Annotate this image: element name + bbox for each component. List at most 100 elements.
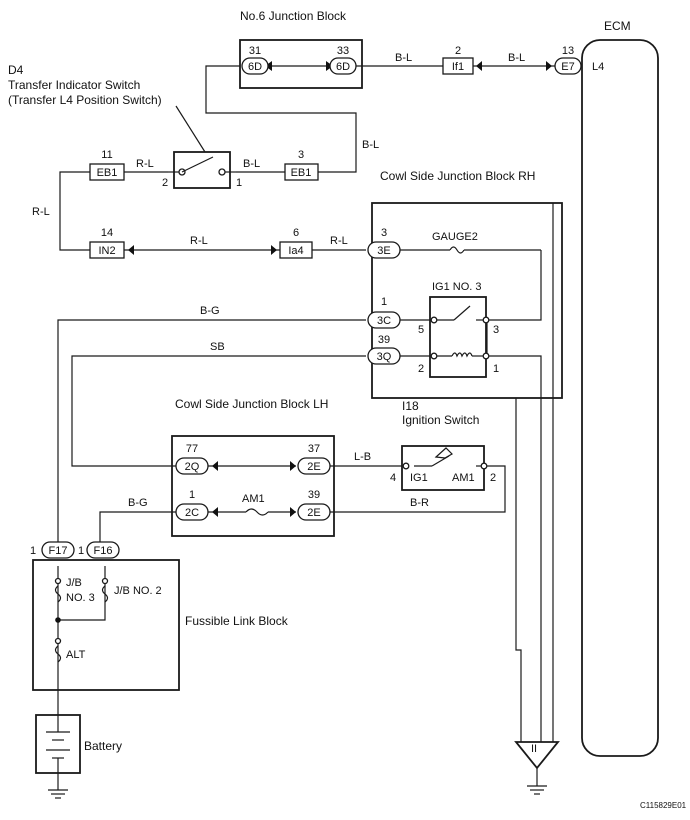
relay-pin-1: 1 <box>493 363 499 375</box>
pin-6: 6 <box>293 227 299 239</box>
connector-eb1-left-label: EB1 <box>97 167 118 179</box>
pin-3-3e: 3 <box>381 227 387 239</box>
ignition-terminal-4 <box>402 462 410 470</box>
connector-2e-top <box>297 457 331 475</box>
connector-3e-label: 3E <box>377 245 390 257</box>
pin-37: 37 <box>308 443 320 455</box>
no6-junction-block-title: No.6 Junction Block <box>240 9 347 23</box>
connector-2c-label: 2C <box>185 507 199 519</box>
ecm-title: ECM <box>604 19 631 33</box>
switch-lever <box>181 156 214 173</box>
switch-leader-line <box>175 105 206 153</box>
pin-11: 11 <box>101 149 112 161</box>
connector-3q-label: 3Q <box>377 351 392 363</box>
relay-terminal-3 <box>482 316 490 324</box>
connector-f17 <box>41 541 75 559</box>
am1-fuse-label: AM1 <box>242 493 265 505</box>
alt-fuse <box>54 645 62 663</box>
jb-no2-terminal <box>101 577 109 585</box>
wire-rl-3: R-L <box>190 235 208 247</box>
f16-pin: 1 <box>78 545 84 557</box>
relay-outline <box>429 296 487 378</box>
wires <box>57 65 555 790</box>
jb-no3-fuse <box>54 585 62 603</box>
ignition-terminal-2 <box>480 462 488 470</box>
connector-6d-right-label: 6D <box>336 61 350 73</box>
gauge2-fuse <box>449 246 465 254</box>
cowl-lh-outline <box>171 435 335 537</box>
connector-f17-label: F17 <box>49 545 68 557</box>
junction-dots <box>55 617 61 623</box>
connector-eb1-right-label: EB1 <box>291 167 312 179</box>
connector-arrows <box>128 61 552 517</box>
connector-e7-label: E7 <box>561 61 574 73</box>
pin-31: 31 <box>249 45 261 57</box>
am1-contact-label: AM1 <box>452 472 475 484</box>
connector-2e-bottom <box>297 503 331 521</box>
ground-symbol <box>514 741 560 795</box>
wire-br: B-R <box>410 497 429 509</box>
f17-pin: 1 <box>30 545 36 557</box>
switch-contact-right <box>218 168 226 176</box>
wire-sb: SB <box>210 341 225 353</box>
ecm-pin-l4: L4 <box>592 61 604 73</box>
connector-f16-label: F16 <box>94 545 113 557</box>
wire-bl-4: B-L <box>243 158 260 170</box>
relay-terminal-5 <box>430 316 438 324</box>
connector-2e-bottom-label: 2E <box>307 507 320 519</box>
connector-f16 <box>86 541 120 559</box>
cowl-rh-title: Cowl Side Junction Block RH <box>380 169 535 183</box>
relay-pin-3: 3 <box>493 324 499 336</box>
jb-no3-terminal <box>54 577 62 585</box>
connector-if1 <box>442 57 474 75</box>
connector-if1-label: If1 <box>452 61 464 73</box>
am1-fuse-symbol <box>245 508 269 516</box>
wire-bl-3: B-L <box>362 139 379 151</box>
jb-no2-fuse <box>101 585 109 603</box>
connector-2q <box>175 457 209 475</box>
no6-junction-block-outline <box>239 39 363 89</box>
ignition-pin-4: 4 <box>390 472 396 484</box>
connector-2c <box>175 503 209 521</box>
alt-label: ALT <box>66 649 86 661</box>
switch-name-label: Transfer Indicator Switch <box>8 78 140 92</box>
pin-1-2c: 1 <box>189 489 195 501</box>
gauge2-label: GAUGE2 <box>432 231 478 243</box>
ignition-pin-2: 2 <box>490 472 496 484</box>
alt-terminal <box>54 637 62 645</box>
relay-coil <box>451 352 473 358</box>
pin-39-2e: 39 <box>308 489 320 501</box>
connector-3q <box>367 347 401 365</box>
relay-pin-2: 2 <box>418 363 424 375</box>
connector-3c <box>367 311 401 329</box>
pin-77: 77 <box>186 443 198 455</box>
wire-bg-2: B-G <box>128 497 148 509</box>
pin-33: 33 <box>337 45 349 57</box>
connector-ia4-label: Ia4 <box>288 245 303 257</box>
connector-eb1-right <box>284 163 319 181</box>
wire-rl-4: R-L <box>330 235 348 247</box>
wire-rl-2: R-L <box>32 206 50 218</box>
jb-no3-label-a: J/B <box>66 577 82 589</box>
pin-3-eb1: 3 <box>298 149 304 161</box>
connector-eb1-left <box>89 163 125 181</box>
ig1-no3-label: IG1 NO. 3 <box>432 281 482 293</box>
ignition-key <box>434 447 453 459</box>
cowl-rh-outline <box>371 202 563 399</box>
connector-6d-right <box>329 57 357 75</box>
cowl-lh-title: Cowl Side Junction Block LH <box>175 397 328 411</box>
transfer-switch-outline <box>173 151 231 189</box>
ground-mark: II <box>531 743 537 755</box>
connector-ia4 <box>279 241 313 259</box>
ig1-contact-label: IG1 <box>410 472 428 484</box>
ecm-outline <box>581 39 659 757</box>
connector-2e-top-label: 2E <box>307 461 320 473</box>
fusible-link-block-title: Fussible Link Block <box>185 614 289 628</box>
pin-14: 14 <box>101 227 113 239</box>
jb-no3-label-b: NO. 3 <box>66 592 95 604</box>
connector-6d-left <box>241 57 269 75</box>
connector-e7 <box>554 57 582 75</box>
connector-3e <box>367 241 401 259</box>
pin-39-3q: 39 <box>378 334 390 346</box>
